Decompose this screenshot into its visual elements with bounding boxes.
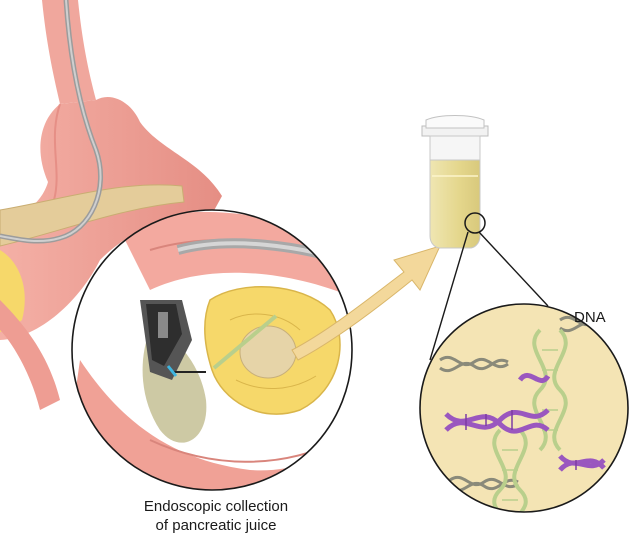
endoscope-inset: [71, 209, 353, 491]
caption-line-1: Endoscopic collection: [143, 498, 289, 515]
collection-arrow: [291, 245, 441, 361]
stomach-illustration: [0, 0, 222, 410]
dna-inset: [419, 303, 629, 513]
caption-line-2: of pancreatic juice: [155, 517, 277, 534]
dna-label: DNA: [574, 309, 606, 326]
caption: Endoscopic collection of pancreatic juic…: [96, 497, 336, 535]
sample-tube: [421, 115, 489, 249]
